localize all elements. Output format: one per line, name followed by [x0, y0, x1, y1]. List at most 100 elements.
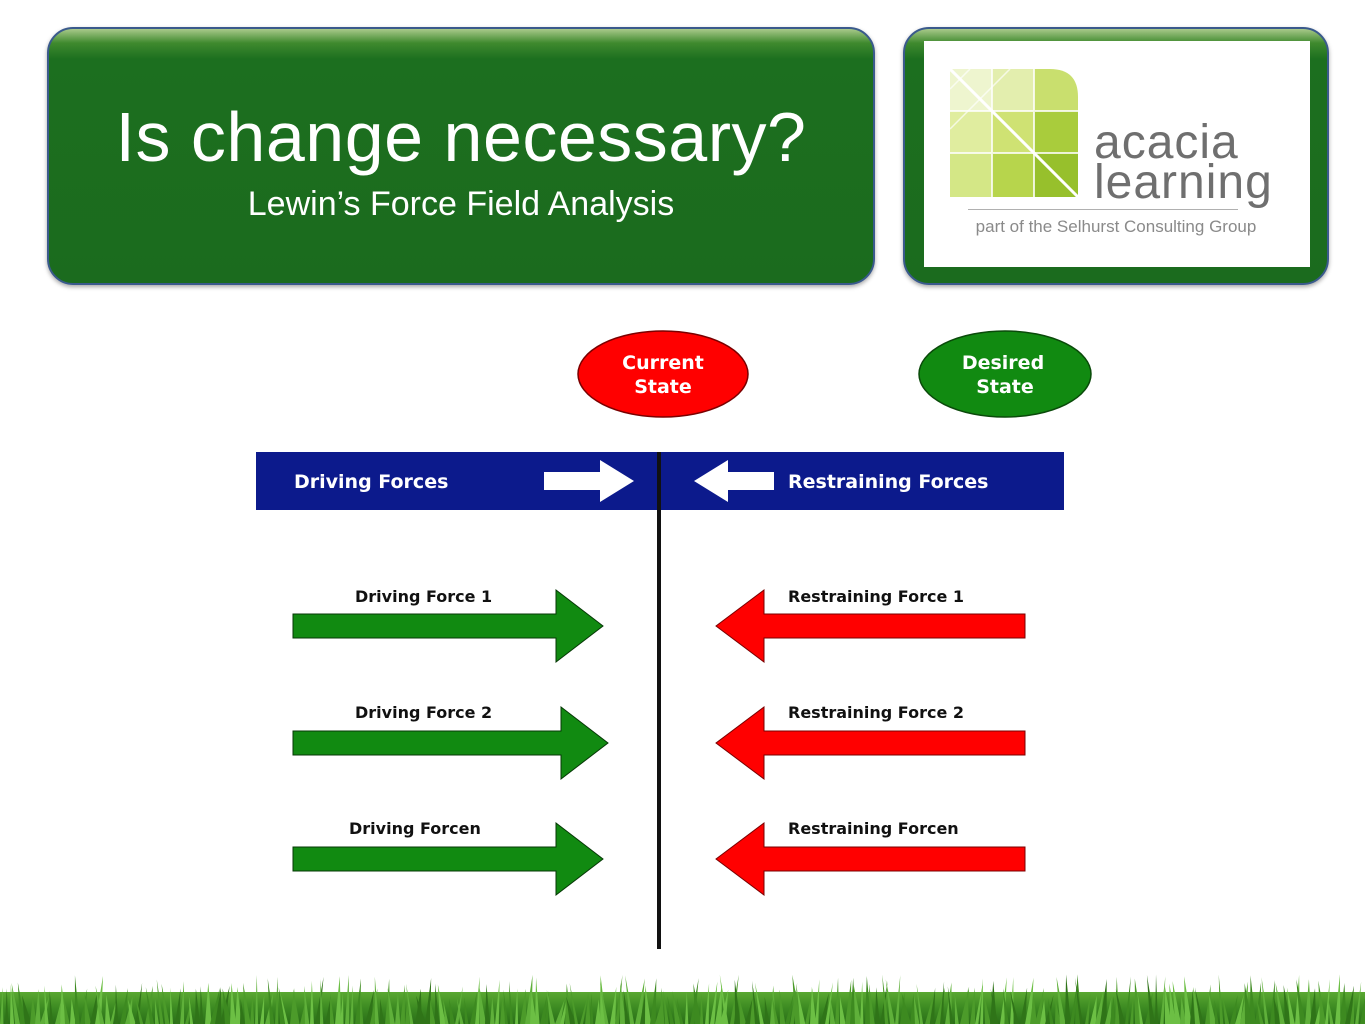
grass-blade	[555, 999, 565, 1024]
grass-blade	[374, 976, 379, 1024]
grass-blade	[35, 989, 41, 1024]
grass-blade	[734, 979, 741, 1024]
current-state-ellipse	[577, 330, 749, 418]
grass-blade	[1205, 984, 1211, 1024]
grass-blade	[479, 987, 487, 1024]
grass-blade	[785, 994, 794, 1024]
grass-blade	[1194, 987, 1204, 1024]
grass-blade	[1310, 988, 1317, 1024]
grass-blade	[535, 977, 540, 1024]
grass-blade	[280, 991, 289, 1024]
grass-blade	[340, 992, 344, 1024]
grass-blade	[495, 979, 500, 1024]
grass-blade	[387, 987, 395, 1024]
grass-blade	[485, 984, 490, 1024]
logo-tagline: part of the Selhurst Consulting Group	[975, 217, 1257, 236]
grass-blade	[430, 999, 436, 1024]
grass-blade	[170, 987, 174, 1024]
grass-blade	[710, 981, 718, 1024]
grass-blade	[1345, 985, 1355, 1024]
grass-blade	[1146, 974, 1155, 1024]
grass-blade	[1275, 982, 1285, 1024]
restraining-force-label: Restraining Force 2	[788, 703, 964, 722]
leaf-tile	[992, 69, 1034, 111]
grass-blade	[330, 992, 335, 1024]
grass-blade	[1318, 980, 1326, 1024]
grass-blade	[188, 995, 194, 1024]
grass-blade	[380, 998, 385, 1024]
grass-blade	[115, 984, 119, 1024]
grass-blade	[464, 997, 469, 1024]
grass-blade	[95, 985, 105, 1024]
grass-blade	[771, 992, 779, 1024]
grass-blade	[1360, 998, 1365, 1024]
grass-blade	[250, 994, 255, 1024]
grass-blade	[456, 997, 464, 1024]
grass-blade	[875, 987, 880, 1024]
grass-blade	[1030, 993, 1037, 1024]
grass-blade	[520, 988, 527, 1024]
grass-blade	[195, 988, 201, 1024]
grass-blade	[0, 987, 4, 1024]
grass-blade	[215, 987, 222, 1024]
grass-blade	[175, 988, 181, 1024]
grass-blade	[853, 985, 862, 1024]
grass-blade	[970, 987, 976, 1024]
grass-blade	[205, 982, 212, 1024]
driving-force-arrow	[292, 821, 604, 897]
grass-blade	[560, 993, 569, 1024]
grass-blade	[1155, 974, 1159, 1024]
grass-blade	[815, 979, 820, 1024]
grass-blade	[154, 998, 159, 1024]
header-right-arrow-icon	[544, 460, 634, 502]
grass-blade	[5, 988, 9, 1024]
grass-blade	[1190, 989, 1195, 1024]
grass-blade	[1218, 974, 1224, 1024]
grass-blade	[930, 987, 936, 1024]
grass-blade	[267, 978, 275, 1024]
grass-blade	[839, 996, 846, 1024]
grass-blade	[1047, 998, 1054, 1024]
grass-blade	[470, 991, 477, 1024]
grass-blade	[180, 981, 185, 1024]
grass-blade	[1335, 974, 1341, 1024]
grass-blade	[1222, 996, 1230, 1024]
grass-blade	[385, 978, 391, 1024]
grass-blade	[1074, 977, 1084, 1024]
grass-blade	[1055, 999, 1061, 1024]
grass-blade	[425, 977, 432, 1024]
driving-force-arrow	[292, 588, 604, 664]
grass-blade	[685, 991, 689, 1024]
grass-blade	[882, 974, 889, 1024]
grass-blade	[10, 984, 15, 1024]
grass-blade	[90, 992, 97, 1024]
grass-blade	[1090, 995, 1097, 1024]
header-left-arrow-icon	[694, 460, 774, 502]
grass-blade	[700, 993, 704, 1024]
grass-blade	[1115, 989, 1126, 1024]
leaf-tile	[1034, 111, 1078, 153]
grass-blade	[752, 980, 759, 1024]
slide-title: Is change necessary?	[115, 98, 807, 176]
grass-blade	[885, 979, 895, 1024]
grass-blade	[530, 992, 537, 1024]
grass-blade	[925, 992, 934, 1024]
grass-blade	[750, 987, 756, 1024]
grass-blade	[1340, 982, 1347, 1024]
grass-blade	[240, 998, 245, 1024]
grass-blade	[730, 974, 739, 1024]
grass-blade	[475, 976, 480, 1024]
grass-blade	[754, 982, 764, 1024]
leaf-mark-icon	[950, 69, 1080, 199]
grass-blade	[145, 987, 155, 1024]
grass-blade	[1169, 983, 1177, 1024]
grass-blade	[805, 988, 813, 1024]
grass-blade	[509, 981, 514, 1024]
grass-blade	[1325, 979, 1330, 1024]
grass-blade	[156, 979, 164, 1024]
grass-blade	[940, 981, 945, 1024]
leaf-vein	[950, 69, 1080, 199]
grass-blade	[1100, 978, 1107, 1024]
grass-blade	[293, 989, 300, 1024]
grass-blade	[1273, 996, 1282, 1024]
